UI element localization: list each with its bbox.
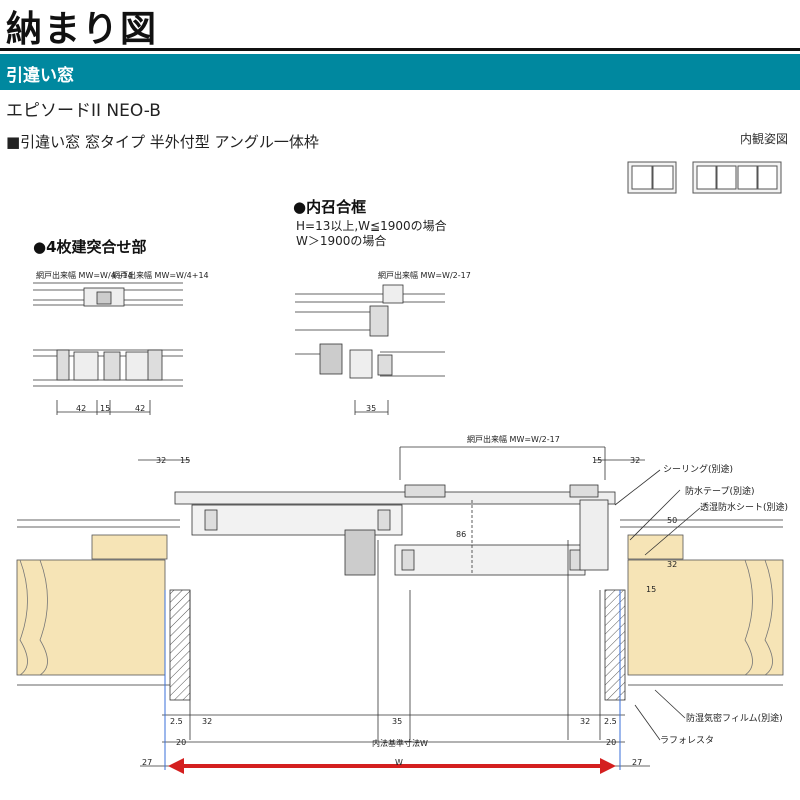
dim-bottom-2-5-left: 2.5 <box>170 717 183 726</box>
dim-top-right-2: 32 <box>630 456 641 465</box>
condition-note-2: W＞1900の場合 <box>296 234 387 248</box>
section-banner: 引違い窓 <box>0 54 800 90</box>
dim-4panel-center: 15 <box>100 404 111 413</box>
screen-width-note-inner: 網戸出来幅 MW=W/2-17 <box>378 271 471 280</box>
dim-bottom-35: 35 <box>392 717 403 726</box>
dim-height-86: 86 <box>456 530 467 539</box>
detail-4panel-heading: ●4枚建突合せ部 <box>33 238 147 256</box>
inner-standard-dim-label: 内法基準寸法W <box>372 739 428 748</box>
four-panel-elevation <box>692 161 782 194</box>
dim-row2-right: 20 <box>606 738 617 747</box>
dim-row3-left: 27 <box>142 758 153 767</box>
dim-right-50: 50 <box>667 516 678 525</box>
detail-inner-frame-heading: ●内召合框 <box>293 198 367 216</box>
dim-row2-left: 20 <box>176 738 187 747</box>
dim-4panel-left: 42 <box>76 404 87 413</box>
dim-bottom-32-right: 32 <box>580 717 591 726</box>
dim-top-left-1: 32 <box>156 456 167 465</box>
callout-sealing: シーリング(別途) <box>663 465 734 475</box>
dim-bottom-32-left: 32 <box>202 717 213 726</box>
width-w-label: W <box>395 758 403 767</box>
dim-4panel-right: 42 <box>135 404 146 413</box>
screen-width-note-4panel: 網戸出来幅 MW=W/4+14 <box>36 271 133 280</box>
callout-breathable-sheet: 透湿防水シート(別途) <box>700 503 789 513</box>
page-title: 納まり図 <box>6 9 159 50</box>
screen-width-note-4panel-2: 網戸出来幅 MW=W/4+14 <box>112 271 209 280</box>
title-divider <box>0 48 800 51</box>
window-type-subtitle: ■引違い窓 窓タイプ 半外付型 アングル一体枠 <box>6 133 319 151</box>
dim-inner-frame: 35 <box>366 404 377 413</box>
condition-note-1: H=13以上,W≦1900の場合 <box>296 219 447 233</box>
callout-waterproof-tape: 防水テープ(別途) <box>685 487 755 497</box>
wall-insulation-left <box>16 534 168 676</box>
callout-vapor-film: 防湿気密フィルム(別途) <box>686 714 783 724</box>
two-panel-elevation <box>627 161 677 194</box>
dim-top-left-2: 15 <box>180 456 191 465</box>
dim-row3-right: 27 <box>632 758 643 767</box>
product-name: エピソードII NEO-B <box>6 101 161 121</box>
interior-view-label: 内観姿図 <box>739 132 788 146</box>
screen-width-note-main: 網戸出来幅 MW=W/2-17 <box>467 435 560 444</box>
dim-top-right-1: 15 <box>592 456 603 465</box>
wall-insulation-right <box>627 534 784 676</box>
callout-raforesta: ラフォレスタ <box>660 736 715 746</box>
dim-right-32: 32 <box>667 560 678 569</box>
dim-right-15: 15 <box>646 585 657 594</box>
section-title: 引違い窓 <box>6 66 74 86</box>
dim-bottom-2-5-right: 2.5 <box>604 717 617 726</box>
